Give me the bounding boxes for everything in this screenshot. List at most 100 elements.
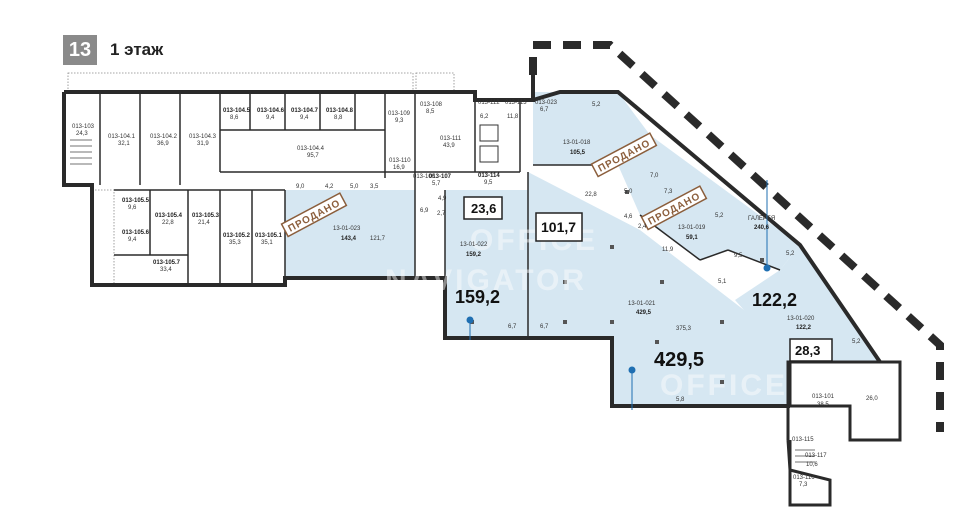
floor-number-badge: 13 <box>63 35 97 65</box>
room-id: 013-117 <box>805 453 827 459</box>
room-id: 013-111 <box>440 136 462 142</box>
room-id: 13-01-018 <box>563 140 591 146</box>
svg-text:7,0: 7,0 <box>650 173 659 179</box>
room-id: 013-104.7 <box>291 108 319 114</box>
stairs <box>70 139 815 463</box>
room-area: 43,9 <box>443 143 455 149</box>
svg-text:5,2: 5,2 <box>592 102 601 108</box>
svg-text:5,2: 5,2 <box>852 339 861 345</box>
svg-text:121,7: 121,7 <box>370 236 386 242</box>
room-id: 013-105.4 <box>155 213 183 219</box>
room-id: 013-108 <box>420 102 443 108</box>
area-label-28-3: 28,3 <box>795 343 820 358</box>
svg-text:240,6: 240,6 <box>754 225 770 231</box>
room-area: 35,3 <box>229 240 241 246</box>
room-area: 22,8 <box>162 220 174 226</box>
room-id: 013-103 <box>72 124 95 130</box>
room-area: 429,5 <box>636 310 652 316</box>
room-id: 013-110 <box>389 158 411 164</box>
room-area: 6,7 <box>540 107 549 113</box>
room-id: 013-105.7 <box>153 260 181 266</box>
room-area: 10,6 <box>806 462 818 468</box>
svg-text:9,0: 9,0 <box>296 184 305 190</box>
area-label-159-2: 159,2 <box>455 287 500 307</box>
room-area: 21,4 <box>198 220 210 226</box>
room-id: 013-113 <box>505 100 527 106</box>
gallery-dashed-boundary <box>529 41 944 432</box>
floor-title: 1 этаж <box>110 40 164 59</box>
gallery-label: ГАЛЕРЕЯ 240,6 <box>748 216 775 231</box>
room-id: 013-104.2 <box>150 134 178 140</box>
room-id: 013-105.2 <box>223 233 251 239</box>
svg-text:5,1: 5,1 <box>718 279 727 285</box>
room-area: 95,7 <box>307 153 319 159</box>
small-area-values: 9,0 4,2 5,0 3,5 121,7 6,9 2,7 6,7 6,7 37… <box>296 102 878 403</box>
room-area: 9,4 <box>300 115 309 121</box>
room-area: 105,5 <box>570 150 586 156</box>
highlight-east-unit <box>735 245 880 362</box>
room-area: 143,4 <box>341 236 357 242</box>
area-callouts: 23,6 101,7 159,2 122,2 429,5 28,3 <box>455 196 833 371</box>
highlight-north-unit <box>533 92 650 165</box>
elevators <box>479 124 499 163</box>
room-id: 13-01-019 <box>678 225 706 231</box>
room-id: 13-01-020 <box>787 316 815 322</box>
svg-text:OFFICE: OFFICE <box>660 369 788 402</box>
room-id: 013-104.3 <box>189 134 217 140</box>
room-id: 013-104.5 <box>223 108 251 114</box>
room-area: 59,1 <box>686 235 698 241</box>
svg-text:NAVIGATOR: NAVIGATOR <box>385 264 587 297</box>
svg-text:9,5: 9,5 <box>734 253 743 259</box>
room-id: 013-101 <box>812 394 835 400</box>
walls <box>62 75 902 507</box>
room-id: 013-104.6 <box>257 108 285 114</box>
svg-text:4,2: 4,2 <box>325 184 334 190</box>
room-area: 7,3 <box>799 482 808 488</box>
svg-text:5,8: 5,8 <box>676 397 685 403</box>
room-id: 13-01-021 <box>628 301 656 307</box>
room-id: 013-114 <box>478 173 500 179</box>
svg-text:5,0: 5,0 <box>350 184 359 190</box>
area-label-101-7: 101,7 <box>541 219 576 235</box>
room-id: 013-116 <box>793 475 815 481</box>
room-area: 11,8 <box>507 114 519 120</box>
svg-text:6,7: 6,7 <box>508 324 517 330</box>
room-area: 38,5 <box>817 402 829 408</box>
highlight-center-unit <box>445 190 528 338</box>
room-area: 31,9 <box>197 141 209 147</box>
room-area: 9,4 <box>128 237 137 243</box>
svg-text:11,9: 11,9 <box>662 247 674 253</box>
svg-text:22,8: 22,8 <box>585 192 597 198</box>
svg-text:6,9: 6,9 <box>420 208 429 214</box>
room-area: 159,2 <box>466 252 482 258</box>
room-area: 4,9 <box>438 196 447 202</box>
room-id: 013-112 <box>478 100 500 106</box>
svg-text:4,6: 4,6 <box>624 214 633 220</box>
location-markers <box>466 180 771 410</box>
room-area: 9,6 <box>128 205 137 211</box>
room-area: 9,3 <box>395 118 404 124</box>
svg-text:375,3: 375,3 <box>676 326 692 332</box>
room-area: 8,8 <box>334 115 343 121</box>
room-id: 013-105.3 <box>192 213 220 219</box>
room-id: 013-023 <box>535 100 558 106</box>
room-area: 32,1 <box>118 141 130 147</box>
columns <box>470 190 764 384</box>
room-area: 122,2 <box>796 325 812 331</box>
room-id: 013-109 <box>388 111 411 117</box>
svg-text:3,5: 3,5 <box>370 184 379 190</box>
room-id: 013-107 <box>429 174 452 180</box>
room-id: 013-104.1 <box>108 134 136 140</box>
svg-text:7,3: 7,3 <box>664 189 673 195</box>
room-area: 5,7 <box>432 181 441 187</box>
room-area: 35,1 <box>261 240 273 246</box>
room-area: 9,5 <box>484 180 493 186</box>
room-id: 13-01-023 <box>333 226 361 232</box>
room-id: 013-106 <box>413 174 436 180</box>
room-area: 9,4 <box>266 115 275 121</box>
room-id: 013-115 <box>792 437 814 443</box>
room-id: 013-105.6 <box>122 230 150 236</box>
svg-text:26,0: 26,0 <box>866 396 878 402</box>
